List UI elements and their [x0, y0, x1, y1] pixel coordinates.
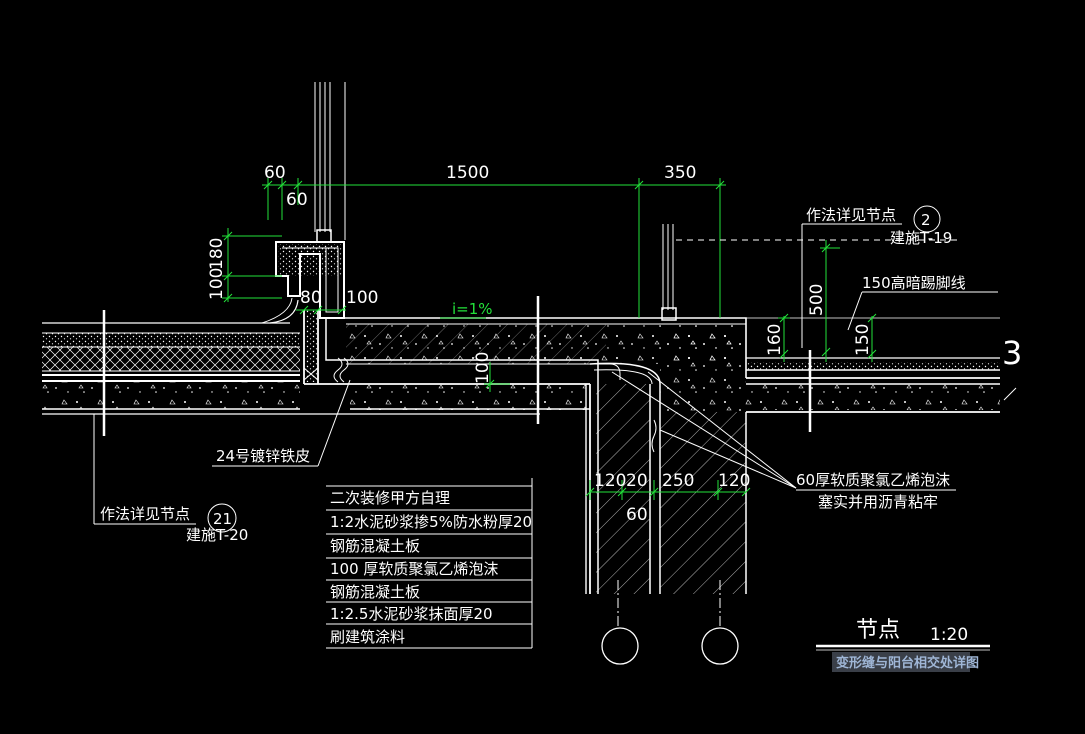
dim-20: 20 — [626, 471, 648, 491]
detail-ref-top: 作法详见节点 — [806, 206, 896, 224]
foam-note-line2: 塞实并用沥青粘牢 — [818, 493, 938, 511]
columns — [596, 224, 747, 665]
annotations: 作法详见节点 2 建施T-19 150高暗踢脚线 3 作法详见节点 21 建施T… — [93, 205, 1022, 544]
dim-60-joint: 60 — [626, 505, 648, 525]
foam-note-line1: 60厚软质聚氯乙烯泡沫 — [796, 471, 950, 489]
dim-60-second: 60 — [286, 190, 308, 210]
layer-5: 钢筋混凝土板 — [330, 583, 420, 601]
dim-350: 350 — [664, 163, 696, 183]
detail-ref-left-num: 21 — [213, 510, 232, 528]
layer-7: 刷建筑涂料 — [330, 628, 405, 646]
detail-ref-left: 作法详见节点 — [100, 505, 190, 523]
caption-box — [832, 652, 970, 672]
layer-6: 1:2.5水泥砂浆抹面厚20 — [330, 605, 493, 623]
dimension-texts: 60 60 1500 350 180 100 80 100 100 160 50… — [207, 163, 873, 525]
layer-callout: 二次装修甲方自理 1:2水泥砂浆掺5%防水粉厚20 钢筋混凝土板 100 厚软质… — [326, 478, 533, 649]
detail-ref-top-circle — [913, 205, 941, 233]
detail-ref-left-circle — [207, 503, 237, 533]
dim-60-top: 60 — [264, 163, 286, 183]
dim-250: 250 — [662, 471, 694, 491]
dimension-lines — [222, 178, 877, 500]
dim-120-right: 120 — [718, 471, 750, 491]
dim-180: 180 — [207, 238, 227, 270]
dim-160: 160 — [765, 324, 785, 356]
dim-500: 500 — [807, 284, 827, 316]
detail-ref-left-sheet: 建施T-20 — [186, 526, 248, 544]
skirting-note: 150高暗踢脚线 — [862, 274, 966, 292]
detail-ref-top-sheet: 建施T-19 — [890, 229, 952, 247]
node-title: 节点 — [856, 618, 900, 643]
caption-text: 变形缝与阳台相交处详图 — [836, 655, 979, 671]
dim-80: 80 — [300, 288, 322, 308]
break-lines — [102, 296, 812, 436]
dim-100-slab: 100 — [473, 352, 493, 384]
parapet-detail — [275, 82, 590, 385]
detail-ref-top-num: 2 — [921, 211, 931, 229]
layer-3: 钢筋混凝土板 — [330, 537, 420, 555]
slope-label: i=1% — [452, 300, 493, 318]
title-block: 节点 1:20 变形缝与阳台相交处详图 — [816, 618, 990, 672]
axis-marker-3: 3 — [1002, 334, 1022, 372]
dim-1500: 1500 — [446, 163, 489, 183]
dim-120-left: 120 — [594, 471, 626, 491]
balcony-slab-left — [42, 297, 540, 415]
node-scale: 1:20 — [930, 625, 968, 645]
layer-2: 1:2水泥砂浆掺5%防水粉厚20 — [330, 513, 532, 531]
dim-100-left: 100 — [207, 268, 227, 300]
right-slab — [746, 317, 1017, 413]
dim-100-wall: 100 — [346, 288, 378, 308]
layer-1: 二次装修甲方自理 — [330, 489, 450, 507]
flashing-note: 24号镀锌铁皮 — [216, 447, 310, 465]
layer-4: 100 厚软质聚氯乙烯泡沫 — [330, 560, 498, 578]
dim-150: 150 — [853, 324, 873, 356]
